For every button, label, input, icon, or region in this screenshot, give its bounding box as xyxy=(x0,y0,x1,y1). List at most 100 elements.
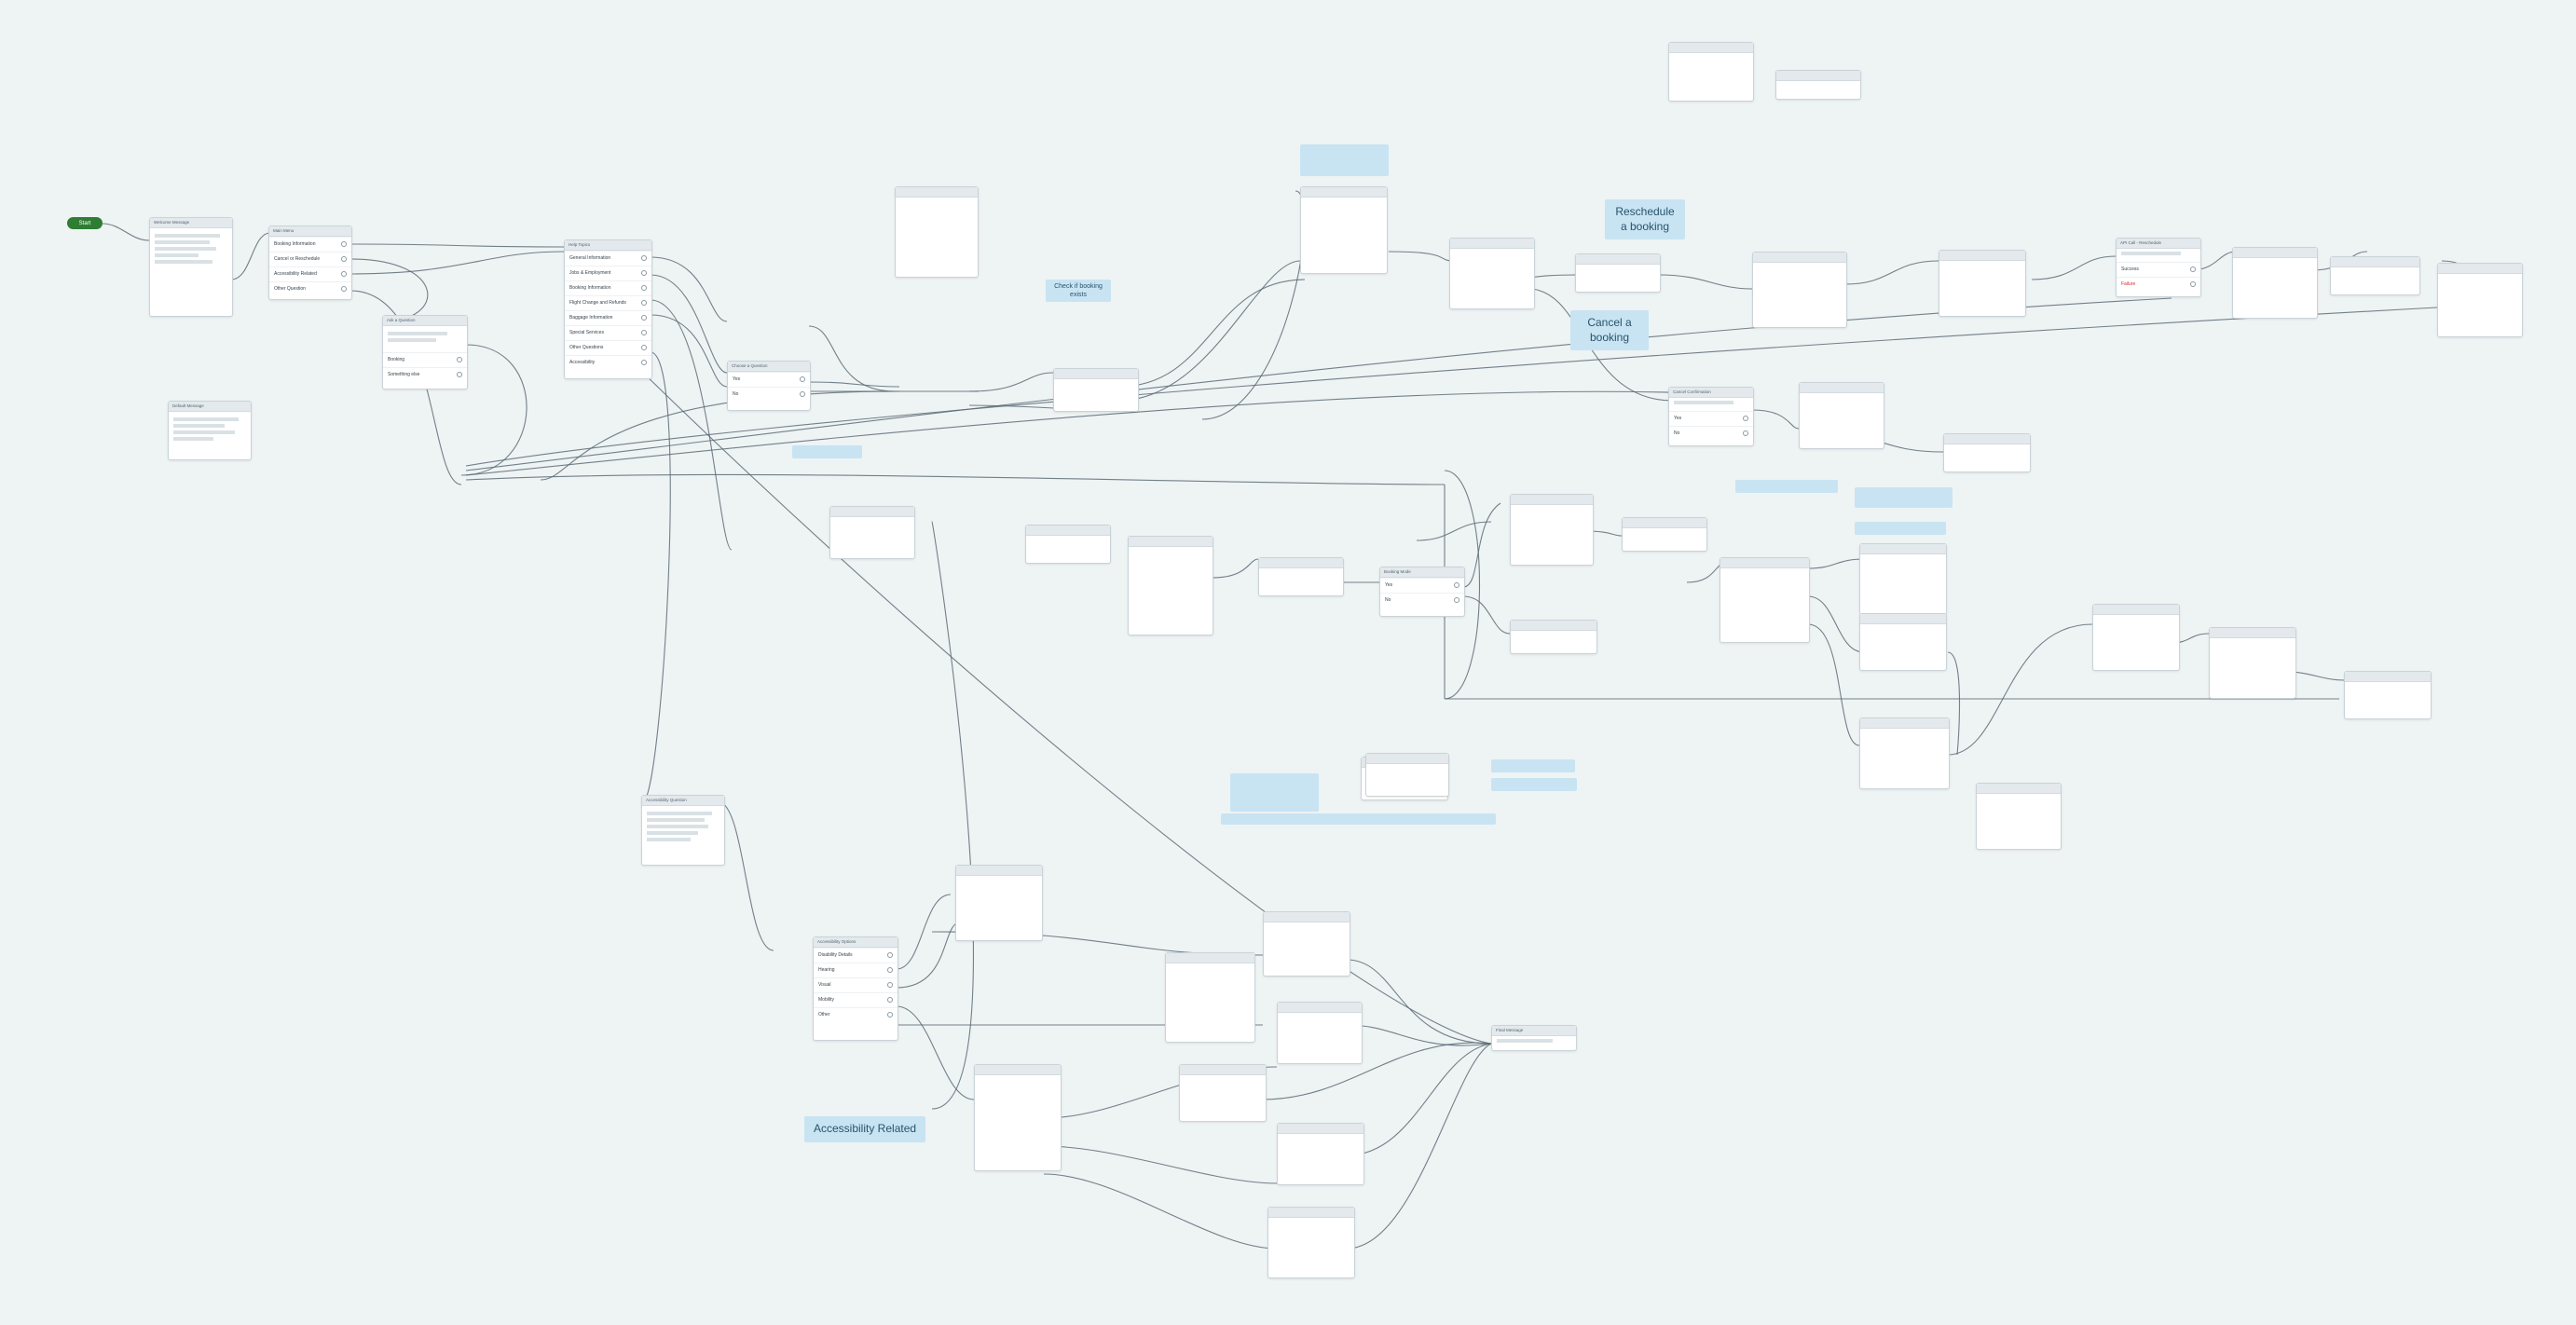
choice-option[interactable]: Mobility xyxy=(814,991,897,1007)
node-placeholder[interactable] xyxy=(2232,247,2318,319)
node-placeholder[interactable] xyxy=(1510,494,1594,566)
start-node[interactable]: Start xyxy=(67,217,103,229)
node-placeholder[interactable] xyxy=(2437,263,2523,337)
output-port[interactable] xyxy=(457,372,462,378)
topic-option[interactable]: Baggage Information xyxy=(565,309,651,325)
choice-option[interactable]: Other xyxy=(814,1006,897,1022)
output-port[interactable] xyxy=(2190,266,2196,273)
output-port[interactable] xyxy=(887,1012,893,1018)
choice-option[interactable]: Yes xyxy=(1669,410,1753,426)
node-placeholder[interactable] xyxy=(1799,382,1884,449)
output-port[interactable] xyxy=(341,241,347,248)
output-port[interactable] xyxy=(1454,597,1459,604)
result-option[interactable]: Failure xyxy=(2117,276,2200,292)
node-ask-question[interactable]: Ask a Question Booking Something else xyxy=(382,315,468,389)
node-placeholder[interactable] xyxy=(1128,536,1213,635)
output-port[interactable] xyxy=(887,967,893,974)
output-port[interactable] xyxy=(641,255,647,262)
output-port[interactable] xyxy=(887,952,893,959)
node-placeholder[interactable] xyxy=(1277,1002,1363,1064)
choice-option[interactable]: No xyxy=(1380,592,1464,608)
choice-option[interactable]: No xyxy=(1669,425,1753,441)
topic-option[interactable]: Accessibility xyxy=(565,354,651,370)
menu-option[interactable]: Other Question xyxy=(269,280,351,296)
output-port[interactable] xyxy=(457,357,462,363)
choice-option[interactable]: Booking xyxy=(383,351,467,367)
node-choose-question[interactable]: Choose a Question Yes No xyxy=(727,361,811,411)
output-port[interactable] xyxy=(887,997,893,1004)
output-port[interactable] xyxy=(641,315,647,321)
node-default-message[interactable]: Default Message xyxy=(168,401,252,460)
node-placeholder[interactable] xyxy=(1859,717,1950,789)
output-port[interactable] xyxy=(341,256,347,263)
menu-option[interactable]: Accessibility Related xyxy=(269,266,351,281)
output-port[interactable] xyxy=(1454,582,1459,589)
output-port[interactable] xyxy=(641,330,647,336)
output-port[interactable] xyxy=(641,270,647,277)
output-port[interactable] xyxy=(641,360,647,366)
node-placeholder[interactable] xyxy=(1976,783,2062,850)
node-placeholder[interactable] xyxy=(1165,952,1255,1043)
output-port[interactable] xyxy=(800,391,805,398)
node-placeholder[interactable] xyxy=(1622,517,1707,552)
node-api-reschedule[interactable]: API Call - Reschedule Success Failure xyxy=(2116,238,2201,297)
node-placeholder[interactable] xyxy=(1859,543,1947,615)
node-placeholder[interactable] xyxy=(1053,368,1139,412)
node-placeholder[interactable] xyxy=(1267,1207,1355,1278)
topic-option[interactable]: General Information xyxy=(565,250,651,266)
output-port[interactable] xyxy=(1743,416,1748,422)
node-placeholder[interactable] xyxy=(2092,604,2180,671)
node-placeholder[interactable] xyxy=(955,865,1043,941)
node-placeholder[interactable] xyxy=(1025,525,1111,564)
node-booking-mode[interactable]: Booking Mode Yes No xyxy=(1379,567,1465,617)
node-placeholder[interactable] xyxy=(1449,238,1535,309)
node-accessibility-question[interactable]: Accessibility Question xyxy=(641,795,725,866)
output-port[interactable] xyxy=(641,345,647,351)
output-port[interactable] xyxy=(887,982,893,989)
node-cancel-confirmation[interactable]: Cancel Confirmation Yes No xyxy=(1668,387,1754,446)
output-port[interactable] xyxy=(800,376,805,383)
node-placeholder[interactable] xyxy=(895,186,979,278)
choice-option[interactable]: Something else xyxy=(383,366,467,382)
node-placeholder[interactable] xyxy=(1258,557,1344,596)
node-main-menu[interactable]: Main Menu Booking Information Cancel or … xyxy=(268,225,352,300)
node-placeholder[interactable] xyxy=(1510,620,1597,654)
topic-option[interactable]: Flight Change and Refunds xyxy=(565,294,651,310)
node-placeholder[interactable] xyxy=(1775,70,1861,100)
result-option[interactable]: Success xyxy=(2117,261,2200,277)
topic-option[interactable]: Booking Information xyxy=(565,280,651,295)
node-placeholder[interactable] xyxy=(2344,671,2432,719)
choice-option[interactable]: Yes xyxy=(728,371,810,387)
node-placeholder[interactable] xyxy=(1668,42,1754,102)
node-placeholder[interactable] xyxy=(1943,433,2031,472)
topic-option[interactable]: Other Questions xyxy=(565,339,651,355)
choice-option[interactable]: Yes xyxy=(1380,577,1464,593)
node-placeholder[interactable] xyxy=(2330,256,2420,295)
node-placeholder[interactable] xyxy=(974,1064,1062,1171)
menu-option[interactable]: Booking Information xyxy=(269,236,351,252)
output-port[interactable] xyxy=(1743,430,1748,437)
output-port[interactable] xyxy=(341,271,347,278)
output-port[interactable] xyxy=(2190,281,2196,288)
output-port[interactable] xyxy=(341,286,347,293)
node-placeholder[interactable] xyxy=(1263,911,1350,977)
choice-option[interactable]: Hearing xyxy=(814,962,897,977)
choice-option[interactable]: No xyxy=(728,386,810,402)
node-welcome[interactable]: Welcome Message xyxy=(149,217,233,317)
node-placeholder[interactable] xyxy=(1720,557,1810,643)
node-placeholder[interactable] xyxy=(1300,186,1388,274)
output-port[interactable] xyxy=(641,285,647,292)
topic-option[interactable]: Jobs & Employment xyxy=(565,265,651,280)
node-placeholder[interactable] xyxy=(2209,627,2296,699)
node-placeholder[interactable] xyxy=(1365,753,1449,797)
node-placeholder[interactable] xyxy=(1752,252,1847,328)
node-placeholder[interactable] xyxy=(1277,1123,1364,1185)
node-placeholder[interactable] xyxy=(1859,613,1947,671)
node-placeholder[interactable] xyxy=(1179,1064,1267,1122)
node-accessibility-options[interactable]: Accessibility Options Disability Details… xyxy=(813,936,898,1041)
menu-option[interactable]: Cancel or Reschedule xyxy=(269,251,351,266)
node-final-message[interactable]: Final Message xyxy=(1491,1025,1577,1051)
node-placeholder[interactable] xyxy=(1939,250,2026,317)
choice-option[interactable]: Visual xyxy=(814,977,897,992)
